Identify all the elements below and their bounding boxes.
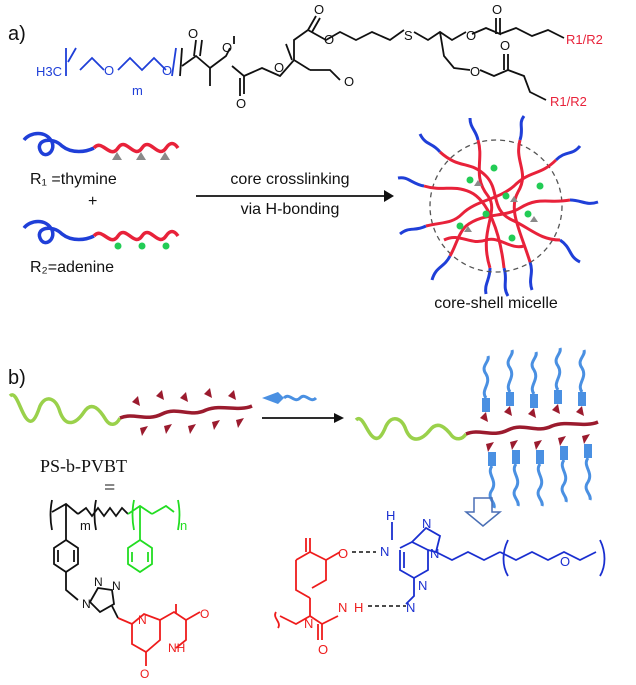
adenine-peg-reagent [262,392,318,404]
micelle-label: core-shell micelle [434,295,558,312]
peg-tail [499,539,606,577]
micelle-core-network [423,139,571,269]
triazole-n3: N [112,579,121,593]
o-ester-1: O [222,40,232,55]
hb-t-n: N [338,600,347,615]
o-carbonyl-1: O [188,26,198,41]
arrow-head-b-icon [334,413,344,423]
equals-sign: = [104,477,115,499]
n-subscript: n [180,518,187,533]
r-top-label: R1/R2 [566,32,603,47]
supramolecular-product-cartoon [354,347,599,509]
thymine-ring [117,604,201,666]
thymine-n: N [138,613,147,627]
core-shell-micelle [397,115,599,297]
r-bottom-label: R1/R2 [550,94,587,109]
triazole-n2: N [94,575,103,589]
pvbt-pendant-icons [132,388,244,436]
s-atom: S [404,28,413,43]
micelle-core-boundary [429,139,563,273]
hb-a-n9: N [430,546,439,561]
thymine-polymer-cartoon [22,131,180,160]
panel-a-label: a) [8,23,26,45]
adenine-ring [391,522,501,605]
hb-a-n7: N [422,516,431,531]
o-ester-4: O [466,28,476,43]
polyester-backbone [179,15,565,101]
triazole-n1: N [82,597,91,611]
hb-t-n2: N [304,616,313,631]
hydrogen-bonds [352,551,406,607]
hb-a-h: H [386,508,395,523]
peg-arms [482,347,592,509]
hb-a-n: N [380,544,389,559]
thymine-o2: O [140,667,149,681]
r2-adenine-label: R₂=adenine [30,259,114,276]
hb-peg-o: O [560,554,570,569]
arrow-head-a-icon [384,190,394,202]
adenine-pendant-icons [114,242,170,250]
arrow-label-line2: via H-bonding [241,201,340,218]
o-ester-2: O [274,60,284,75]
micelle-corona-chains [397,115,599,297]
o-carbonyl-3: O [314,2,324,17]
o-carbonyl-2: O [236,96,246,111]
o-methoxy: O [344,74,354,89]
arrow-label-line1: core crosslinking [230,171,349,188]
peg-chain [65,47,177,77]
peg-m-label: m [132,83,143,98]
polymer-name: PS-b-PVBT [40,456,127,476]
hb-t-o2: O [318,642,328,657]
h3c-label: H3C [36,64,62,79]
hb-t-o: O [338,546,348,561]
o-ester-3: O [324,32,334,47]
thymine-pendant-icons [112,152,170,160]
thymine-nh: NH [168,641,185,655]
peg-o2-label: O [162,63,172,78]
panel-b-label: b) [8,367,26,389]
micelle-crosslink-points [456,164,544,242]
thymine-o1: O [200,607,209,621]
peg-o-label: O [104,63,114,78]
base-pair-structure: O N H O N H N N N N N O [274,508,606,657]
r1-thymine-label: R₁ =thymine [30,171,117,188]
ps-pvbt-structure: m n N N N N NH O O [49,499,209,681]
hb-t-h: H [354,600,363,615]
hb-a-n3: N [418,578,427,593]
o-ester-5: O [470,64,480,79]
adenine-polymer-cartoon [22,219,180,250]
o-carbonyl-5: O [500,38,510,53]
panel-a-structure: H3C O O m O O O O [36,2,603,111]
m-subscript: m [80,518,91,533]
hollow-down-arrow-icon [463,497,503,527]
plus-sign: + [88,193,97,210]
hb-a-n1: N [406,600,415,615]
ps-pvbt-cartoon [8,388,253,436]
o-carbonyl-4: O [492,2,502,17]
